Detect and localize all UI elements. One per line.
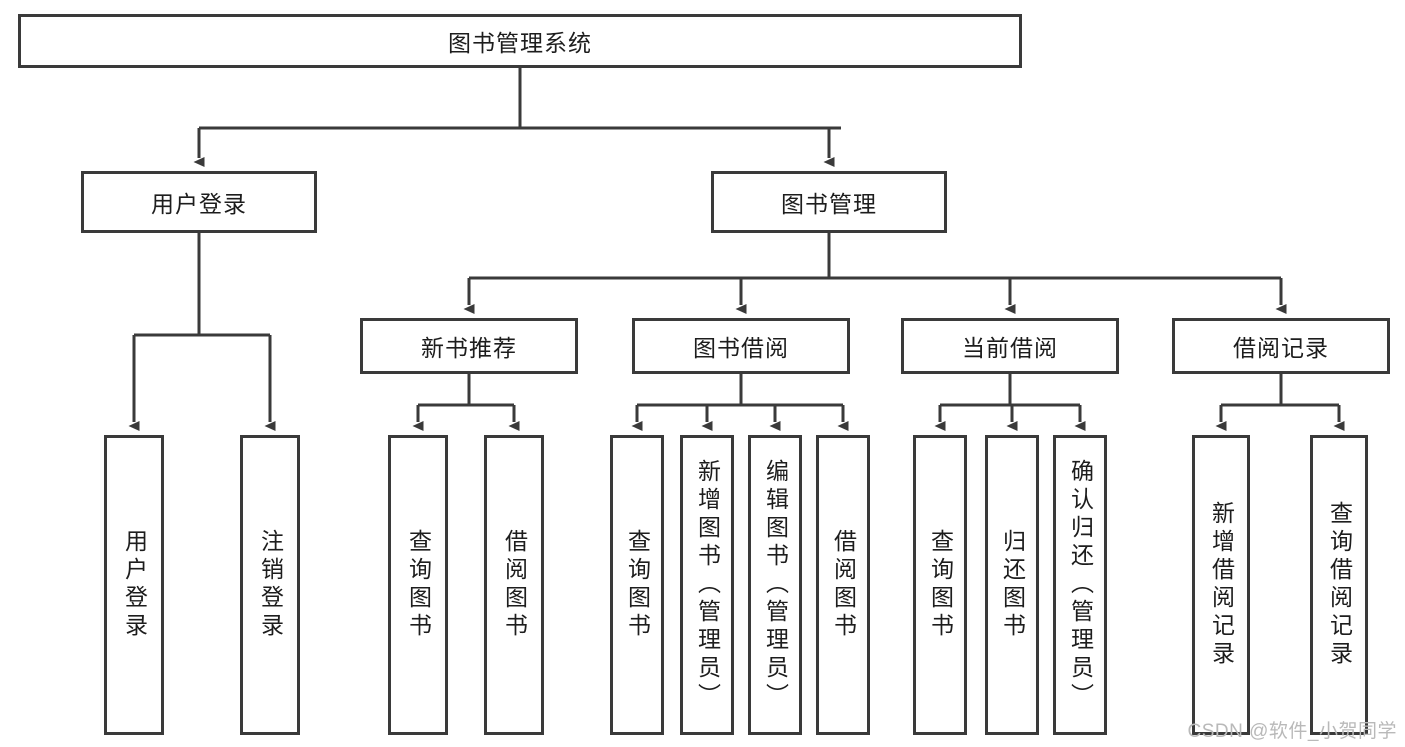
node-current-borrow-label: 当前借阅 [962, 335, 1058, 361]
node-leaf-query-borrow-record-label: 查询借阅记录 [1326, 501, 1353, 669]
node-leaf-borrow-book-1[interactable]: 借阅图书 [484, 435, 544, 735]
node-leaf-add-book-admin-label: 新增图书（管理员） [694, 459, 721, 711]
node-leaf-edit-book-admin[interactable]: 编辑图书（管理员） [748, 435, 802, 735]
node-leaf-logout[interactable]: 注销登录 [240, 435, 300, 735]
node-root[interactable]: 图书管理系统 [18, 14, 1022, 68]
node-leaf-return-book-label: 归还图书 [999, 529, 1026, 641]
node-leaf-query-book-2[interactable]: 查询图书 [610, 435, 664, 735]
node-leaf-query-book-1-label: 查询图书 [405, 529, 432, 641]
node-leaf-confirm-return-admin[interactable]: 确认归还（管理员） [1053, 435, 1107, 735]
node-leaf-query-book-2-label: 查询图书 [624, 529, 651, 641]
csdn-watermark: CSDN @软件_小贺同学 [1187, 721, 1397, 742]
node-user-login-label: 用户登录 [151, 191, 247, 217]
node-new-book-recommend[interactable]: 新书推荐 [360, 318, 578, 374]
node-leaf-logout-label: 注销登录 [257, 529, 284, 641]
node-leaf-user-login[interactable]: 用户登录 [104, 435, 164, 735]
node-leaf-add-book-admin[interactable]: 新增图书（管理员） [680, 435, 734, 735]
node-current-borrow[interactable]: 当前借阅 [901, 318, 1119, 374]
node-leaf-query-book-3[interactable]: 查询图书 [913, 435, 967, 735]
node-leaf-add-borrow-record[interactable]: 新增借阅记录 [1192, 435, 1250, 735]
node-leaf-return-book[interactable]: 归还图书 [985, 435, 1039, 735]
node-new-book-recommend-label: 新书推荐 [421, 335, 517, 361]
node-leaf-query-book-1[interactable]: 查询图书 [388, 435, 448, 735]
node-leaf-confirm-return-admin-label: 确认归还（管理员） [1067, 459, 1094, 711]
node-leaf-query-book-3-label: 查询图书 [927, 529, 954, 641]
node-root-label: 图书管理系统 [448, 30, 592, 56]
node-leaf-borrow-book-2[interactable]: 借阅图书 [816, 435, 870, 735]
node-book-manage-label: 图书管理 [781, 191, 877, 217]
node-book-borrow-label: 图书借阅 [693, 335, 789, 361]
node-book-borrow[interactable]: 图书借阅 [632, 318, 850, 374]
node-borrow-record-label: 借阅记录 [1233, 335, 1329, 361]
node-book-manage[interactable]: 图书管理 [711, 171, 947, 233]
node-leaf-borrow-book-2-label: 借阅图书 [830, 529, 857, 641]
node-leaf-user-login-label: 用户登录 [121, 529, 148, 641]
node-leaf-edit-book-admin-label: 编辑图书（管理员） [762, 459, 789, 711]
node-borrow-record[interactable]: 借阅记录 [1172, 318, 1390, 374]
node-leaf-add-borrow-record-label: 新增借阅记录 [1208, 501, 1235, 669]
node-leaf-query-borrow-record[interactable]: 查询借阅记录 [1310, 435, 1368, 735]
node-user-login[interactable]: 用户登录 [81, 171, 317, 233]
node-leaf-borrow-book-1-label: 借阅图书 [501, 529, 528, 641]
